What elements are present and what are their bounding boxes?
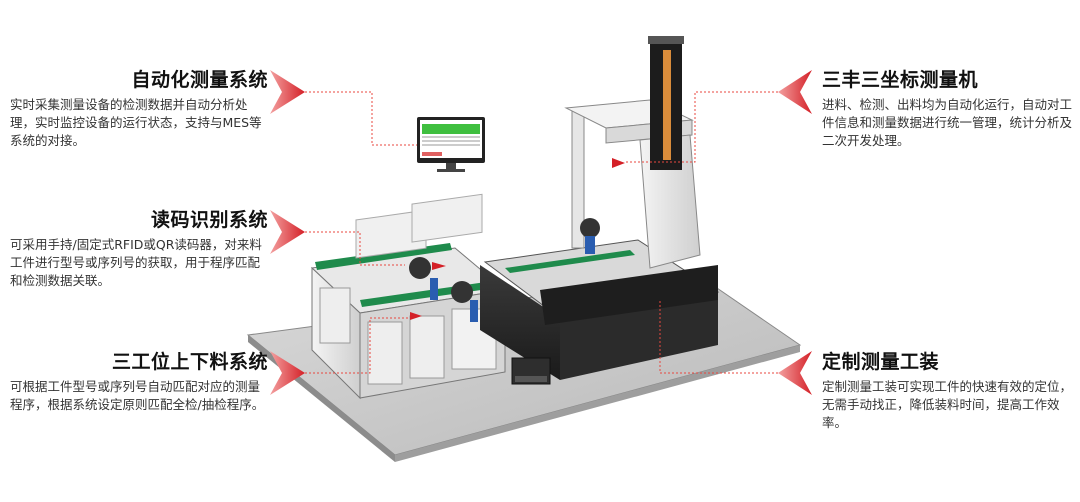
callout-code-reading: 读码识别系统 可采用手持/固定式RFID或QR读码器，对来料工件进行型号或序列号… [10, 208, 268, 290]
callout-description: 可根据工件型号或序列号自动匹配对应的测量程序，根据系统设定原则匹配全检/抽检程序… [10, 379, 265, 412]
callout-title: 三丰三坐标测量机 [822, 69, 979, 91]
callout-description: 进料、检测、出料均为自动化运行，自动对工件信息和测量数据进行统一管理，统计分析及… [822, 97, 1073, 148]
callout-description: 实时采集测量设备的检测数据并自动分析处理，实时监控设备的运行状态，支持与MES等… [10, 97, 262, 148]
marker-fixture [778, 351, 812, 395]
callout-title: 读码识别系统 [150, 209, 268, 231]
callout-auto-measure: 自动化测量系统 实时采集测量设备的检测数据并自动分析处理，实时监控设备的运行状态… [10, 68, 268, 150]
callout-markers [270, 70, 812, 395]
callout-loading: 三工位上下料系统 可根据工件型号或序列号自动匹配对应的测量程序，根据系统设定原则… [10, 350, 268, 414]
marker-loading [270, 351, 305, 395]
marker-cmm [778, 70, 812, 114]
marker-code-reading [270, 210, 305, 254]
callout-title: 三工位上下料系统 [111, 351, 268, 373]
loading-station [310, 193, 507, 400]
leader-lines [305, 91, 786, 374]
callout-description: 可采用手持/固定式RFID或QR读码器，对来料工件进行型号或序列号的获取，用于程… [10, 237, 262, 288]
callout-cmm: 三丰三坐标测量机 进料、检测、出料均为自动化运行，自动对工件信息和测量数据进行统… [822, 68, 1072, 150]
callout-title: 自动化测量系统 [131, 69, 268, 91]
callout-description: 定制测量工装可实现工件的快速有效的定位，无需手动找正，降低装料时间，提高工作效率… [822, 379, 1073, 430]
monitor-icon [417, 117, 485, 172]
callout-title: 定制测量工装 [822, 351, 940, 373]
marker-auto-measure [270, 70, 305, 114]
callout-fixture: 定制测量工装 定制测量工装可实现工件的快速有效的定位，无需手动找正，降低装料时间… [822, 350, 1072, 432]
cmm-gantry [564, 36, 701, 269]
